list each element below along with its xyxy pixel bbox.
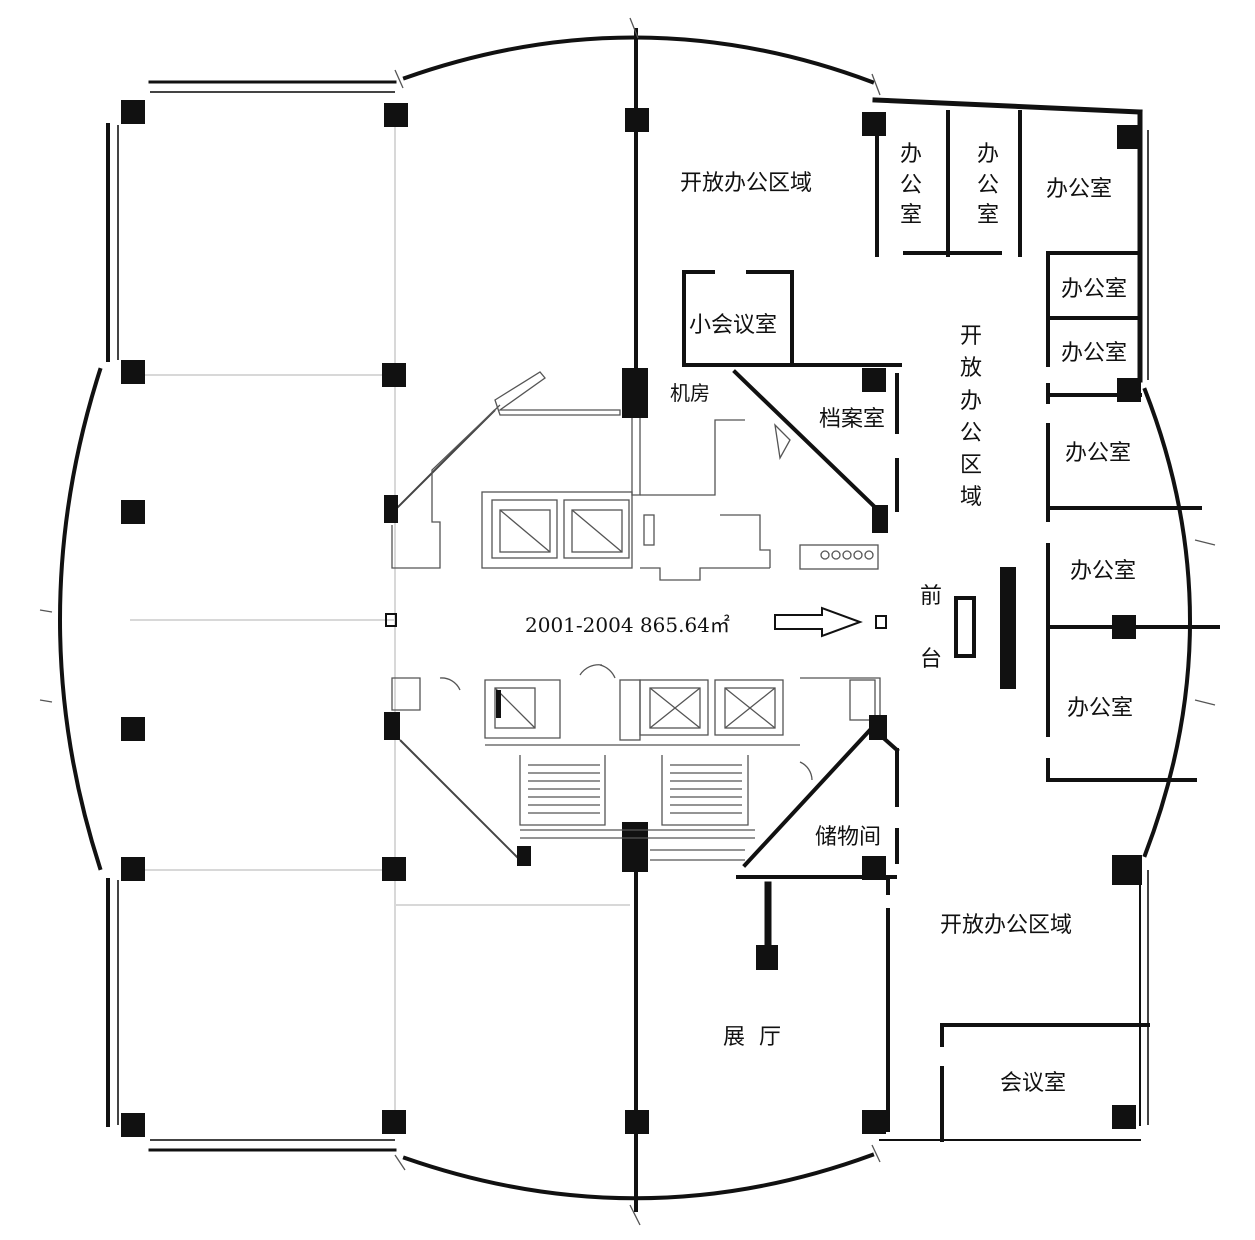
label-office-r4: 办公室 xyxy=(1070,559,1136,584)
interior-walls xyxy=(634,28,1220,1212)
label-archive-room: 档案室 xyxy=(819,407,885,432)
window-marks xyxy=(39,17,1216,1226)
label-open-office-bottom: 开放办公区域 xyxy=(940,913,1072,938)
label-office-r1: 办公室 xyxy=(1061,277,1127,302)
label-open-office-top: 开放办公区域 xyxy=(680,171,812,196)
label-open-office-v-6: 域 xyxy=(960,485,982,510)
label-exhibition-hall: 展 厅 xyxy=(723,1025,781,1050)
stair-treads-right xyxy=(670,764,742,814)
label-office-vertical-1-c: 室 xyxy=(900,203,922,228)
label-meeting-room: 会议室 xyxy=(1000,1071,1066,1096)
label-reception-1: 前 xyxy=(920,584,942,609)
label-office-r3: 办公室 xyxy=(1065,441,1131,466)
label-open-office-v-3: 办 xyxy=(960,389,982,414)
building-core xyxy=(384,371,887,866)
label-open-office-v-4: 公 xyxy=(960,421,982,446)
label-open-office-v-2: 放 xyxy=(960,356,982,381)
label-office-vertical-2-a: 办 xyxy=(977,142,999,167)
label-office-vertical-2-c: 室 xyxy=(977,203,999,228)
label-office-r5: 办公室 xyxy=(1067,696,1133,721)
label-office-vertical-2-b: 公 xyxy=(977,173,999,198)
label-open-office-v-1: 开 xyxy=(960,324,982,349)
unit-label: 2001-2004 865.64㎡ xyxy=(525,613,730,637)
label-reception-2: 台 xyxy=(920,647,942,672)
label-storage-room: 储物间 xyxy=(815,825,881,850)
room-labels: 2001-2004 865.64㎡ 开放办公区域 办 公 室 办 公 室 办公室… xyxy=(525,142,1136,1096)
stair-steps-top xyxy=(820,550,874,560)
label-office-vertical-1-a: 办 xyxy=(900,142,922,167)
label-office-vertical-1-b: 公 xyxy=(900,173,922,198)
outer-walls xyxy=(58,35,1192,1201)
label-office-top-right: 办公室 xyxy=(1046,177,1112,202)
label-machine-room: 机房 xyxy=(670,381,710,405)
label-open-office-v-5: 区 xyxy=(960,453,982,478)
unit-arrow xyxy=(774,606,863,638)
label-office-r2: 办公室 xyxy=(1061,341,1127,366)
label-small-meeting-room: 小会议室 xyxy=(689,313,777,338)
stair-treads-left xyxy=(528,764,600,814)
